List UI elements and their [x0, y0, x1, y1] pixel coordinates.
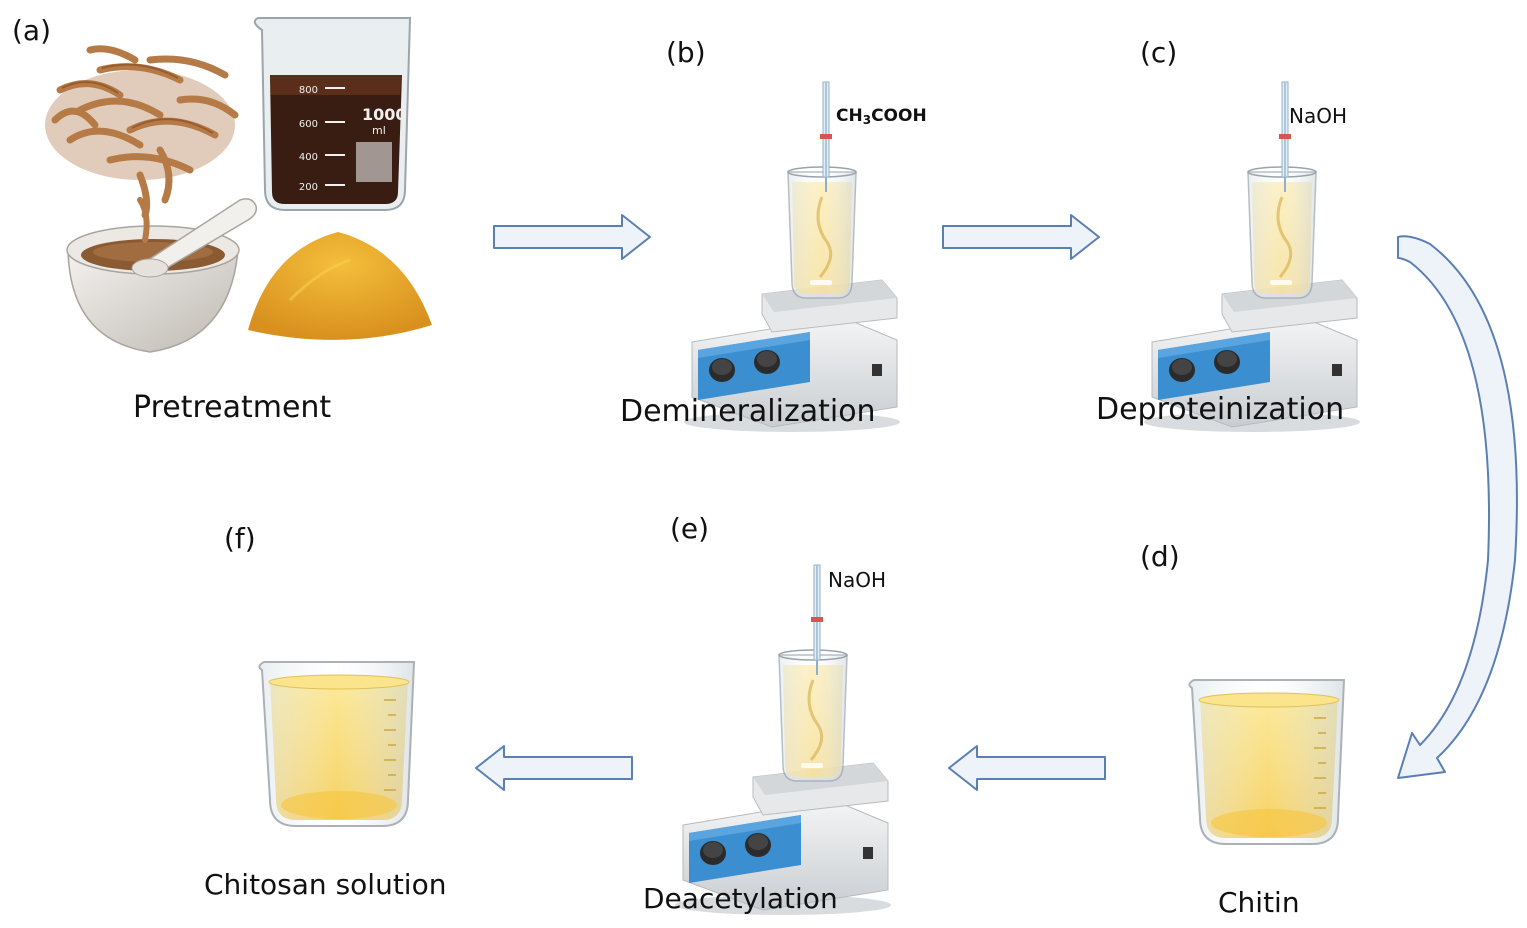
- beaker-tick-600: 600: [299, 119, 318, 130]
- step-letter-b: (b): [666, 36, 706, 69]
- deproteinization-apparatus: [1142, 81, 1362, 434]
- step-label-deproteinization: Deproteinization: [1096, 392, 1345, 427]
- reagent-label-acetic-acid: CH3COOH: [836, 106, 927, 127]
- step-label-deacetylation: Deacetylation: [643, 882, 838, 915]
- step-letter-e: (e): [670, 512, 710, 545]
- pretreatment-collage: 800 600 400 200 1000 ml: [45, 17, 432, 353]
- beaker-tick-800: 800: [299, 85, 318, 96]
- powder-pile-icon: [248, 232, 432, 340]
- arrow-a-to-b: [493, 214, 651, 260]
- step-label-pretreatment: Pretreatment: [133, 390, 332, 425]
- step-letter-f: (f): [224, 522, 256, 555]
- demineralization-apparatus: [682, 81, 902, 434]
- chitosan-beaker-icon: [258, 661, 415, 827]
- step-label-chitosan-solution: Chitosan solution: [204, 868, 447, 901]
- arrow-d-to-e: [948, 745, 1106, 791]
- beaker-tick-200: 200: [299, 182, 318, 193]
- step-letter-c: (c): [1140, 36, 1178, 69]
- deacetylation-apparatus: [673, 564, 893, 917]
- mortar-pestle-icon: [66, 197, 258, 353]
- beaker-tick-400: 400: [299, 152, 318, 163]
- step-letter-d: (d): [1140, 540, 1180, 573]
- arrow-b-to-c: [942, 214, 1100, 260]
- larvae-photo-icon: [45, 45, 239, 219]
- curved-arrow-c-to-d: [1397, 235, 1518, 779]
- step-label-demineralization: Demineralization: [620, 394, 876, 429]
- beaker-mark-1000: 1000: [362, 105, 407, 124]
- arrow-e-to-f: [475, 745, 633, 791]
- step-label-chitin: Chitin: [1218, 886, 1300, 919]
- reagent-label-naoh-c: NaOH: [1289, 104, 1347, 128]
- reagent-label-naoh-e: NaOH: [828, 568, 886, 592]
- brown-beaker-photo: 800 600 400 200 1000 ml: [253, 17, 412, 211]
- beaker-mark-unit: ml: [372, 124, 386, 137]
- chitin-beaker-icon: [1188, 679, 1345, 845]
- step-letter-a: (a): [12, 14, 52, 47]
